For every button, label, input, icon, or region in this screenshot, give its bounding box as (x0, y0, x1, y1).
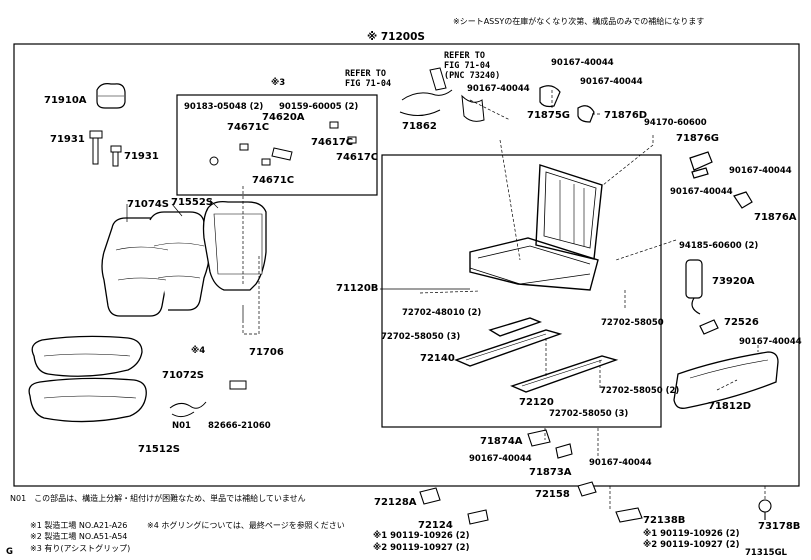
part-label-71910A[interactable]: 71910A (44, 95, 87, 106)
part-label-94185-60600[interactable]: 94185-60600 (2) (679, 241, 759, 251)
part-label-71876D[interactable]: 71876D (604, 110, 648, 121)
part-label-71873A[interactable]: 71873A (529, 467, 572, 478)
part-label-71706[interactable]: 71706 (249, 347, 284, 358)
part-label-74671C-b[interactable]: 74671C (252, 175, 295, 186)
assembly-part-number: ※ 71200S (367, 31, 425, 43)
part-label-71931-b[interactable]: 71931 (124, 151, 159, 162)
part-label-74671C-a[interactable]: 74671C (227, 122, 270, 133)
part-label-90119-10927-a[interactable]: ※2 90119-10927 (2) (373, 543, 470, 553)
refer-note-2-line1: REFER TO (444, 51, 485, 61)
part-label-72702-48010[interactable]: 72702-48010 (2) (402, 308, 482, 318)
part-label-72702-58050-3-b[interactable]: 72702-58050 (3) (549, 409, 629, 419)
refer-note-2-line3: (PNC 73240) (444, 71, 501, 81)
part-label-71552S[interactable]: 71552S (171, 197, 213, 208)
part-label-73920A[interactable]: 73920A (712, 276, 755, 287)
part-label-71074S[interactable]: 71074S (127, 199, 169, 210)
headrest-support-illustration (89, 130, 122, 167)
leader-lines (126, 90, 766, 510)
corner-mark: G (6, 547, 13, 557)
stock-note: ※シートASSYの在庫がなくなり次第、構成品のみでの補給になります (453, 17, 705, 26)
part-label-71862[interactable]: 71862 (402, 121, 437, 132)
part-label-71876G[interactable]: 71876G (676, 133, 719, 144)
part-label-71931-a[interactable]: 71931 (50, 134, 85, 145)
part-label-72124[interactable]: 72124 (418, 520, 453, 531)
seat-shield-illustration (673, 351, 779, 409)
part-label-72702-58050-2[interactable]: 72702-58050 (2) (600, 386, 680, 396)
seat-frame-illustration (469, 164, 603, 291)
part-label-72120[interactable]: 72120 (519, 397, 554, 408)
part-label-71874A[interactable]: 71874A (480, 436, 523, 447)
refer-note-1[interactable]: REFER TO FIG 71-04 (345, 69, 391, 89)
part-label-72158[interactable]: 72158 (535, 489, 570, 500)
side-cable-illustration (399, 67, 485, 122)
part-label-71512S[interactable]: 71512S (138, 444, 180, 455)
part-label-90167-40044-d[interactable]: 90167-40044 (729, 166, 792, 176)
part-label-90119-10927-b[interactable]: ※2 90119-10927 (2) (643, 540, 740, 550)
part-label-94170-60600[interactable]: 94170-60600 (644, 118, 707, 128)
seat-cushion-illustration (28, 335, 147, 423)
part-label-90167-40044-g[interactable]: 90167-40044 (469, 454, 532, 464)
lever-illustration (699, 319, 719, 335)
refer-note-1-line1: REFER TO (345, 69, 386, 79)
footnote-2: ※2 製造工場 NO.A51-A54 (30, 532, 128, 541)
part-label-71876A[interactable]: 71876A (754, 212, 797, 223)
seatback-board-illustration (202, 200, 267, 291)
seat-belt-anchor-illustration (685, 259, 703, 315)
recliner-cover-illustration (539, 85, 595, 123)
part-label-90167-40044-b[interactable]: 90167-40044 (580, 77, 643, 87)
part-label-90167-40044-f[interactable]: 90167-40044 (739, 337, 802, 347)
part-label-74617C-a[interactable]: 74617C (311, 137, 354, 148)
part-label-71072S[interactable]: 71072S (162, 370, 204, 381)
part-label-90119-10926-a[interactable]: ※1 90119-10926 (2) (373, 531, 470, 541)
footnote-1: ※1 製造工場 NO.A21-A26 (30, 521, 128, 530)
part-label-90159-60005[interactable]: 90159-60005 (2) (279, 102, 359, 112)
part-label-72138B[interactable]: 72138B (643, 515, 686, 526)
part-label-72128A[interactable]: 72128A (374, 497, 417, 508)
part-label-90167-40044-c[interactable]: 90167-40044 (467, 84, 530, 94)
part-label-90119-10926-b[interactable]: ※1 90119-10926 (2) (643, 529, 740, 539)
assembly-frame (13, 43, 800, 487)
footnote-4: ※4 ホグリングについては、最終ページを参照ください (147, 521, 345, 530)
part-label-N01[interactable]: N01 (172, 421, 191, 431)
part-label-72140[interactable]: 72140 (420, 353, 455, 364)
headrest-illustration (96, 83, 126, 109)
seat-frame-box (381, 154, 662, 428)
part-label-72702-58050-3-a[interactable]: 72702-58050 (3) (381, 332, 461, 342)
seat-track-illustration (454, 317, 619, 393)
figure-id: 71315GL (745, 548, 787, 558)
part-label-71812D[interactable]: 71812D (708, 401, 752, 412)
refer-note-2[interactable]: REFER TO FIG 71-04 (PNC 73240) (444, 51, 500, 81)
part-label-71875G[interactable]: 71875G (527, 110, 570, 121)
part-label-90183-05048[interactable]: 90183-05048 (2) (184, 102, 264, 112)
part-label-90167-40044-a[interactable]: 90167-40044 (551, 58, 614, 68)
seatback-cover-illustration (101, 211, 211, 317)
footnote-n01: N01 この部品は、構造上分解・組付けが困難なため、単品では補給していません (10, 494, 306, 503)
hog-ring-marker: ※4 (191, 346, 206, 356)
hinge-cover-illustration (689, 151, 753, 209)
part-label-73178B[interactable]: 73178B (758, 521, 801, 532)
refer-note-1-line2: FIG 71-04 (345, 79, 392, 89)
part-label-82666-21060[interactable]: 82666-21060 (208, 421, 271, 431)
part-label-90167-40044-h[interactable]: 90167-40044 (589, 458, 652, 468)
small-parts-illustration (419, 429, 772, 525)
part-label-72702-58050[interactable]: 72702-58050 (601, 318, 664, 328)
footnote-3: ※3 有り(アシストグリップ) (30, 544, 131, 553)
part-label-71120B[interactable]: 71120B (336, 283, 379, 294)
part-label-74617C-b[interactable]: 74617C (336, 152, 379, 163)
part-label-72526[interactable]: 72526 (724, 317, 759, 328)
group-3-marker: ※3 (271, 78, 286, 88)
refer-note-2-line2: FIG 71-04 (444, 61, 491, 71)
wire-harness-illustration (169, 380, 247, 418)
assist-grip-group-box (176, 94, 378, 196)
assist-grip-parts-illustration (209, 121, 357, 166)
part-label-74620A[interactable]: 74620A (262, 112, 305, 123)
part-label-90167-40044-e[interactable]: 90167-40044 (670, 187, 733, 197)
